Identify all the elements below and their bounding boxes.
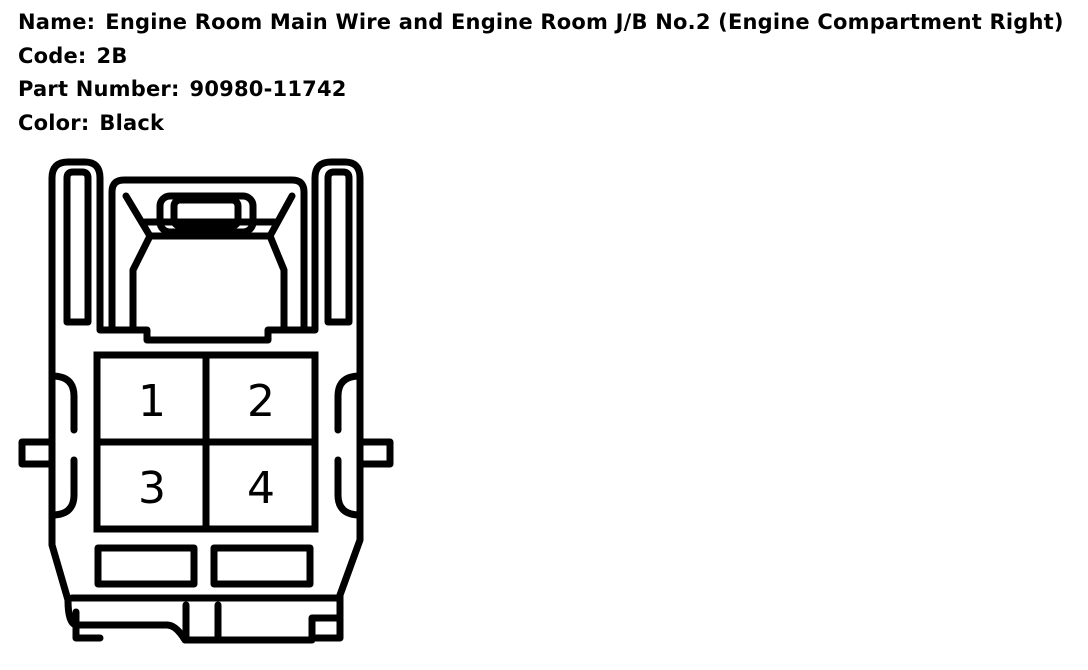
lock-arm-ramp — [122, 192, 296, 240]
pin-label-4: 4 — [247, 463, 275, 514]
right-side-tab — [356, 438, 394, 468]
part-number-value: 90980-11742 — [189, 77, 347, 101]
lower-slot-right — [210, 544, 314, 588]
pin-label-2: 2 — [247, 376, 275, 427]
code-value: 2B — [96, 43, 128, 68]
connector-body-outline — [48, 158, 364, 644]
left-side-tab — [18, 438, 56, 468]
terminal-grid — [93, 351, 319, 533]
lower-slot-left — [94, 544, 198, 588]
color-value: Black — [99, 110, 165, 135]
pin-labels: 1 2 3 4 — [138, 376, 275, 514]
right-side-bump — [334, 372, 364, 519]
code-label: Code: — [18, 43, 87, 68]
connector-info: Name: Engine Room Main Wire and Engine Ro… — [18, 6, 1064, 140]
lock-arm-inner — [129, 232, 288, 334]
left-side-bump — [48, 372, 78, 519]
color-label: Color: — [18, 110, 90, 135]
part-number-label: Part Number: — [18, 77, 180, 101]
lock-knob-inner — [170, 196, 242, 230]
lock-knob-outer — [156, 192, 257, 236]
bottom-foot-left — [72, 608, 104, 642]
pin-label-3: 3 — [138, 463, 166, 514]
pin-cell-4 — [202, 438, 319, 533]
part-number-line: Part Number: 90980-11742 — [18, 73, 1064, 107]
right-latch — [324, 168, 353, 326]
left-latch — [63, 168, 92, 326]
pin-label-1: 1 — [138, 376, 166, 427]
color-line: Color: Black — [18, 107, 1064, 141]
lock-arm-outer — [108, 176, 308, 334]
name-label: Name: — [18, 10, 96, 34]
name-line: Name: Engine Room Main Wire and Engine Ro… — [18, 6, 1064, 40]
bottom-foot-right — [312, 608, 344, 642]
code-line: Code: 2B — [18, 40, 1064, 74]
name-value: Engine Room Main Wire and Engine Room J/… — [105, 10, 1064, 34]
